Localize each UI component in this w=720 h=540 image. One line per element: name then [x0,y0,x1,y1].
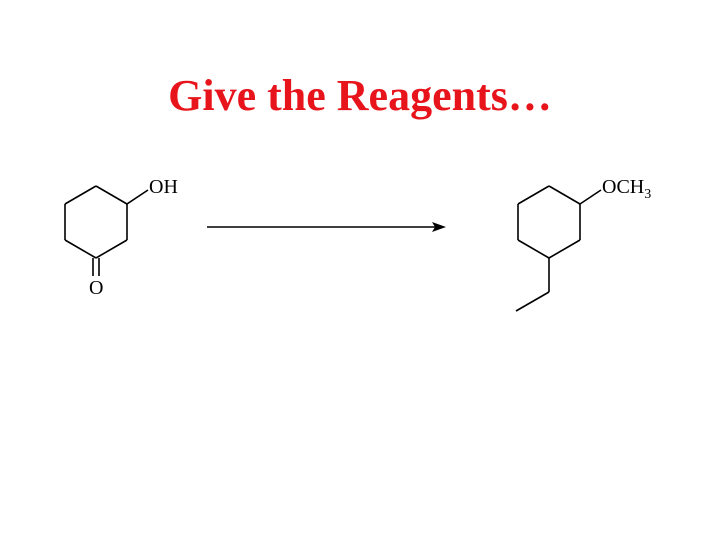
bond [515,291,550,312]
carbonyl-double-bond [92,258,100,276]
c-o-bond [579,189,602,205]
reactant-ring [64,185,128,259]
carbonyl-oxygen-label: O [89,277,103,299]
bond [548,239,581,259]
reaction-arrow [207,222,446,232]
slide-title: Give the Reagents… [168,71,552,120]
bond [64,239,97,259]
bond [95,185,128,205]
bond [64,185,97,205]
ethyl-group [515,258,550,312]
product-ring [517,185,581,259]
methoxy-label: OCH3 [602,176,651,202]
reactant-molecule: OH O [64,176,178,299]
bond [517,185,550,205]
methoxy-main: OCH [602,176,644,198]
bond [517,239,550,259]
arrow-head [432,222,446,232]
product-molecule: OCH3 [515,176,651,312]
hydroxyl-label: OH [149,176,178,198]
methoxy-subscript: 3 [644,187,651,202]
bond [95,239,128,259]
bond [548,185,581,205]
c-oh-bond [126,189,149,205]
